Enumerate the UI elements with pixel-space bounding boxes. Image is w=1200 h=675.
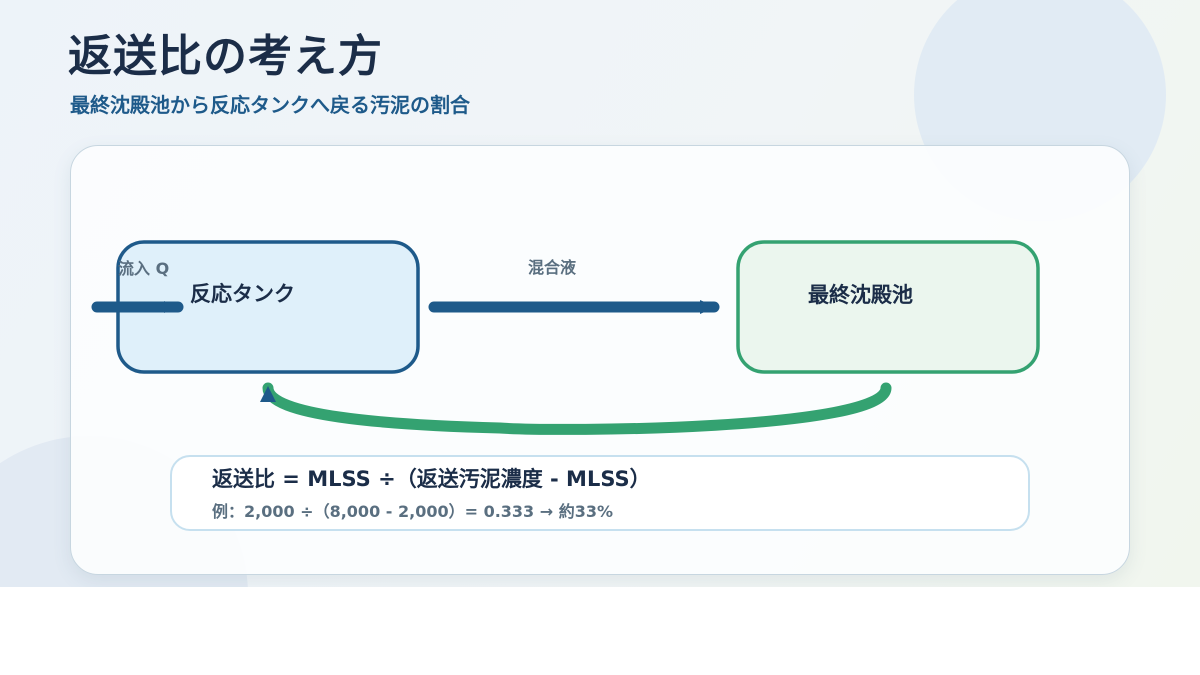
formula-example: 例：2,000 ÷（8,000 - 2,000）= 0.333 → 約33% xyxy=(212,502,614,521)
formula-main: 返送比 = MLSS ÷（返送汚泥濃度 - MLSS） xyxy=(212,467,651,491)
flow-diagram xyxy=(91,240,1040,435)
return-arrowhead-icon xyxy=(260,386,276,402)
final-settling-tank-label: 最終沈殿池 xyxy=(808,283,913,307)
formula-box: 返送比 = MLSS ÷（返送汚泥濃度 - MLSS） 例：2,000 ÷（8,… xyxy=(170,455,1030,531)
mixed-liquor-arrow xyxy=(428,300,720,314)
inflow-label: 流入 Q xyxy=(118,259,170,278)
final-settling-tank-box xyxy=(736,240,1040,374)
mixed-liquor-label: 混合液 xyxy=(528,258,577,277)
reaction-tank-label: 反応タンク xyxy=(190,282,295,306)
page-title: 返送比の考え方 xyxy=(68,31,383,82)
inflow-arrow xyxy=(91,301,184,313)
return-sludge-arrow xyxy=(260,382,892,435)
page-subtitle: 最終沈殿池から反応タンクへ戻る汚泥の割合 xyxy=(70,93,470,117)
slide-background: 返送比の考え方 最終沈殿池から反応タンクへ戻る汚泥の割合 流入 Q 混合液 反応… xyxy=(0,0,1200,587)
